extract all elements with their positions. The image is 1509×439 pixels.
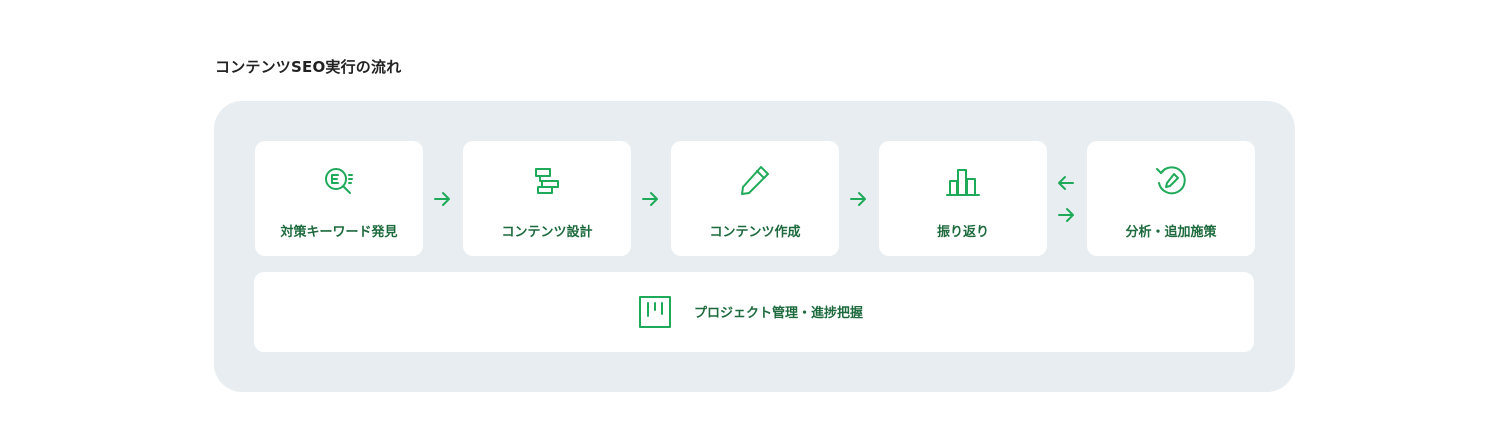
step-label: 振り返り: [936, 225, 989, 240]
search-document-icon: [319, 161, 359, 201]
kanban-board-icon: [635, 292, 675, 332]
arrow-right-icon: [639, 188, 661, 210]
step-card-content-design: コンテンツ設計: [463, 141, 631, 256]
layout-blocks-icon: [527, 161, 567, 201]
step-card-content-creation: コンテンツ作成: [671, 141, 839, 256]
step-card-review: 振り返り: [879, 141, 1047, 256]
refresh-edit-icon: [1151, 161, 1191, 201]
arrow-left-icon: [1055, 172, 1077, 194]
step-label: 分析・追加施策: [1125, 225, 1217, 240]
arrow-right-icon: [1055, 204, 1077, 226]
step-label: コンテンツ設計: [501, 225, 593, 240]
flow-panel: 対策キーワード発見 コンテンツ設計 コンテンツ作成: [214, 101, 1295, 392]
step-label: 対策キーワード発見: [280, 225, 398, 240]
project-management-bar: プロジェクト管理・進捗把握: [254, 272, 1254, 352]
pencil-icon: [735, 161, 775, 201]
arrow-right-icon: [431, 188, 453, 210]
step-card-analysis: 分析・追加施策: [1087, 141, 1255, 256]
step-label: コンテンツ作成: [709, 225, 801, 240]
arrow-right-icon: [847, 188, 869, 210]
bar-chart-icon: [943, 161, 983, 201]
diagram-title: コンテンツSEO実行の流れ: [215, 58, 402, 76]
step-card-keyword-discovery: 対策キーワード発見: [255, 141, 423, 256]
project-management-label: プロジェクト管理・進捗把握: [694, 306, 864, 321]
